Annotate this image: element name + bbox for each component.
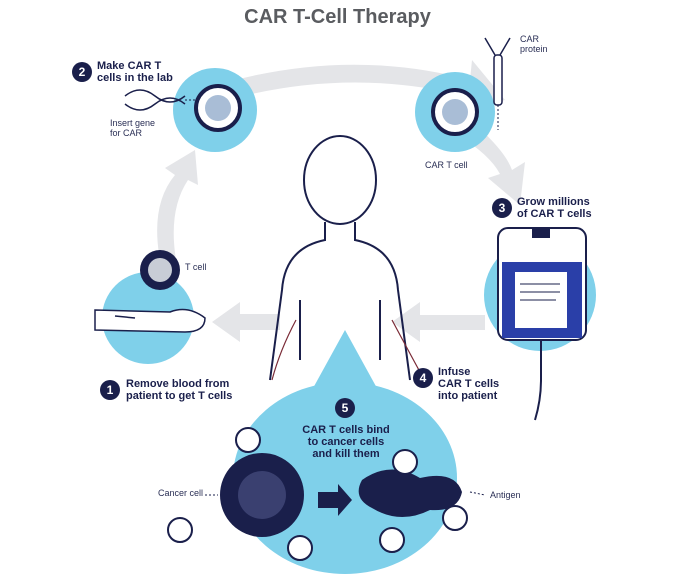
arrow-bag-to-patient bbox=[392, 302, 485, 342]
cancer-cell-dying bbox=[358, 469, 462, 518]
lab-t-cell bbox=[194, 84, 242, 132]
antigen-label: Antigen bbox=[490, 490, 521, 500]
step-5-number: 5 bbox=[335, 398, 355, 418]
cancer-cell-large bbox=[220, 453, 304, 537]
diagram-title: CAR T-Cell Therapy bbox=[244, 6, 431, 28]
car-protein-label: CAR protein bbox=[520, 34, 548, 54]
insert-gene-label: Insert gene for CAR bbox=[110, 118, 156, 138]
patient-body-outline bbox=[269, 135, 411, 381]
step-4-text: Infuse CAR T cells into patient bbox=[438, 366, 500, 402]
step-1-text: Remove blood from patient to get T cells bbox=[126, 378, 233, 402]
small-car-t-cells bbox=[167, 427, 468, 561]
iv-bag-glyph bbox=[497, 227, 587, 421]
dna-glyph bbox=[124, 89, 186, 111]
t-cell-label: T cell bbox=[185, 262, 207, 272]
step-3-number: 3 bbox=[492, 198, 512, 218]
step-2-number: 2 bbox=[72, 62, 92, 82]
arrow-lab-to-car bbox=[200, 60, 505, 112]
arm-glyph bbox=[94, 308, 206, 333]
step-1-number: 1 bbox=[100, 380, 120, 400]
arrow-patient-to-arm bbox=[212, 302, 280, 342]
step-3-text: Grow millions of CAR T cells bbox=[517, 196, 592, 220]
blood-t-cell-glyph bbox=[140, 250, 180, 290]
kill-arrow bbox=[318, 484, 352, 516]
step-5-text: CAR T cells bind to cancer cells and kil… bbox=[302, 424, 390, 460]
step-4-number: 4 bbox=[413, 368, 433, 388]
car-t-cell-glyph bbox=[431, 88, 479, 136]
arrow-arm-to-lab bbox=[157, 150, 198, 260]
step-2-text: Make CAR T cells in the lab bbox=[97, 60, 173, 84]
car-t-cell-label: CAR T cell bbox=[425, 160, 468, 170]
cancer-cell-label: Cancer cell bbox=[158, 488, 204, 498]
car-protein-glyph bbox=[484, 37, 511, 106]
